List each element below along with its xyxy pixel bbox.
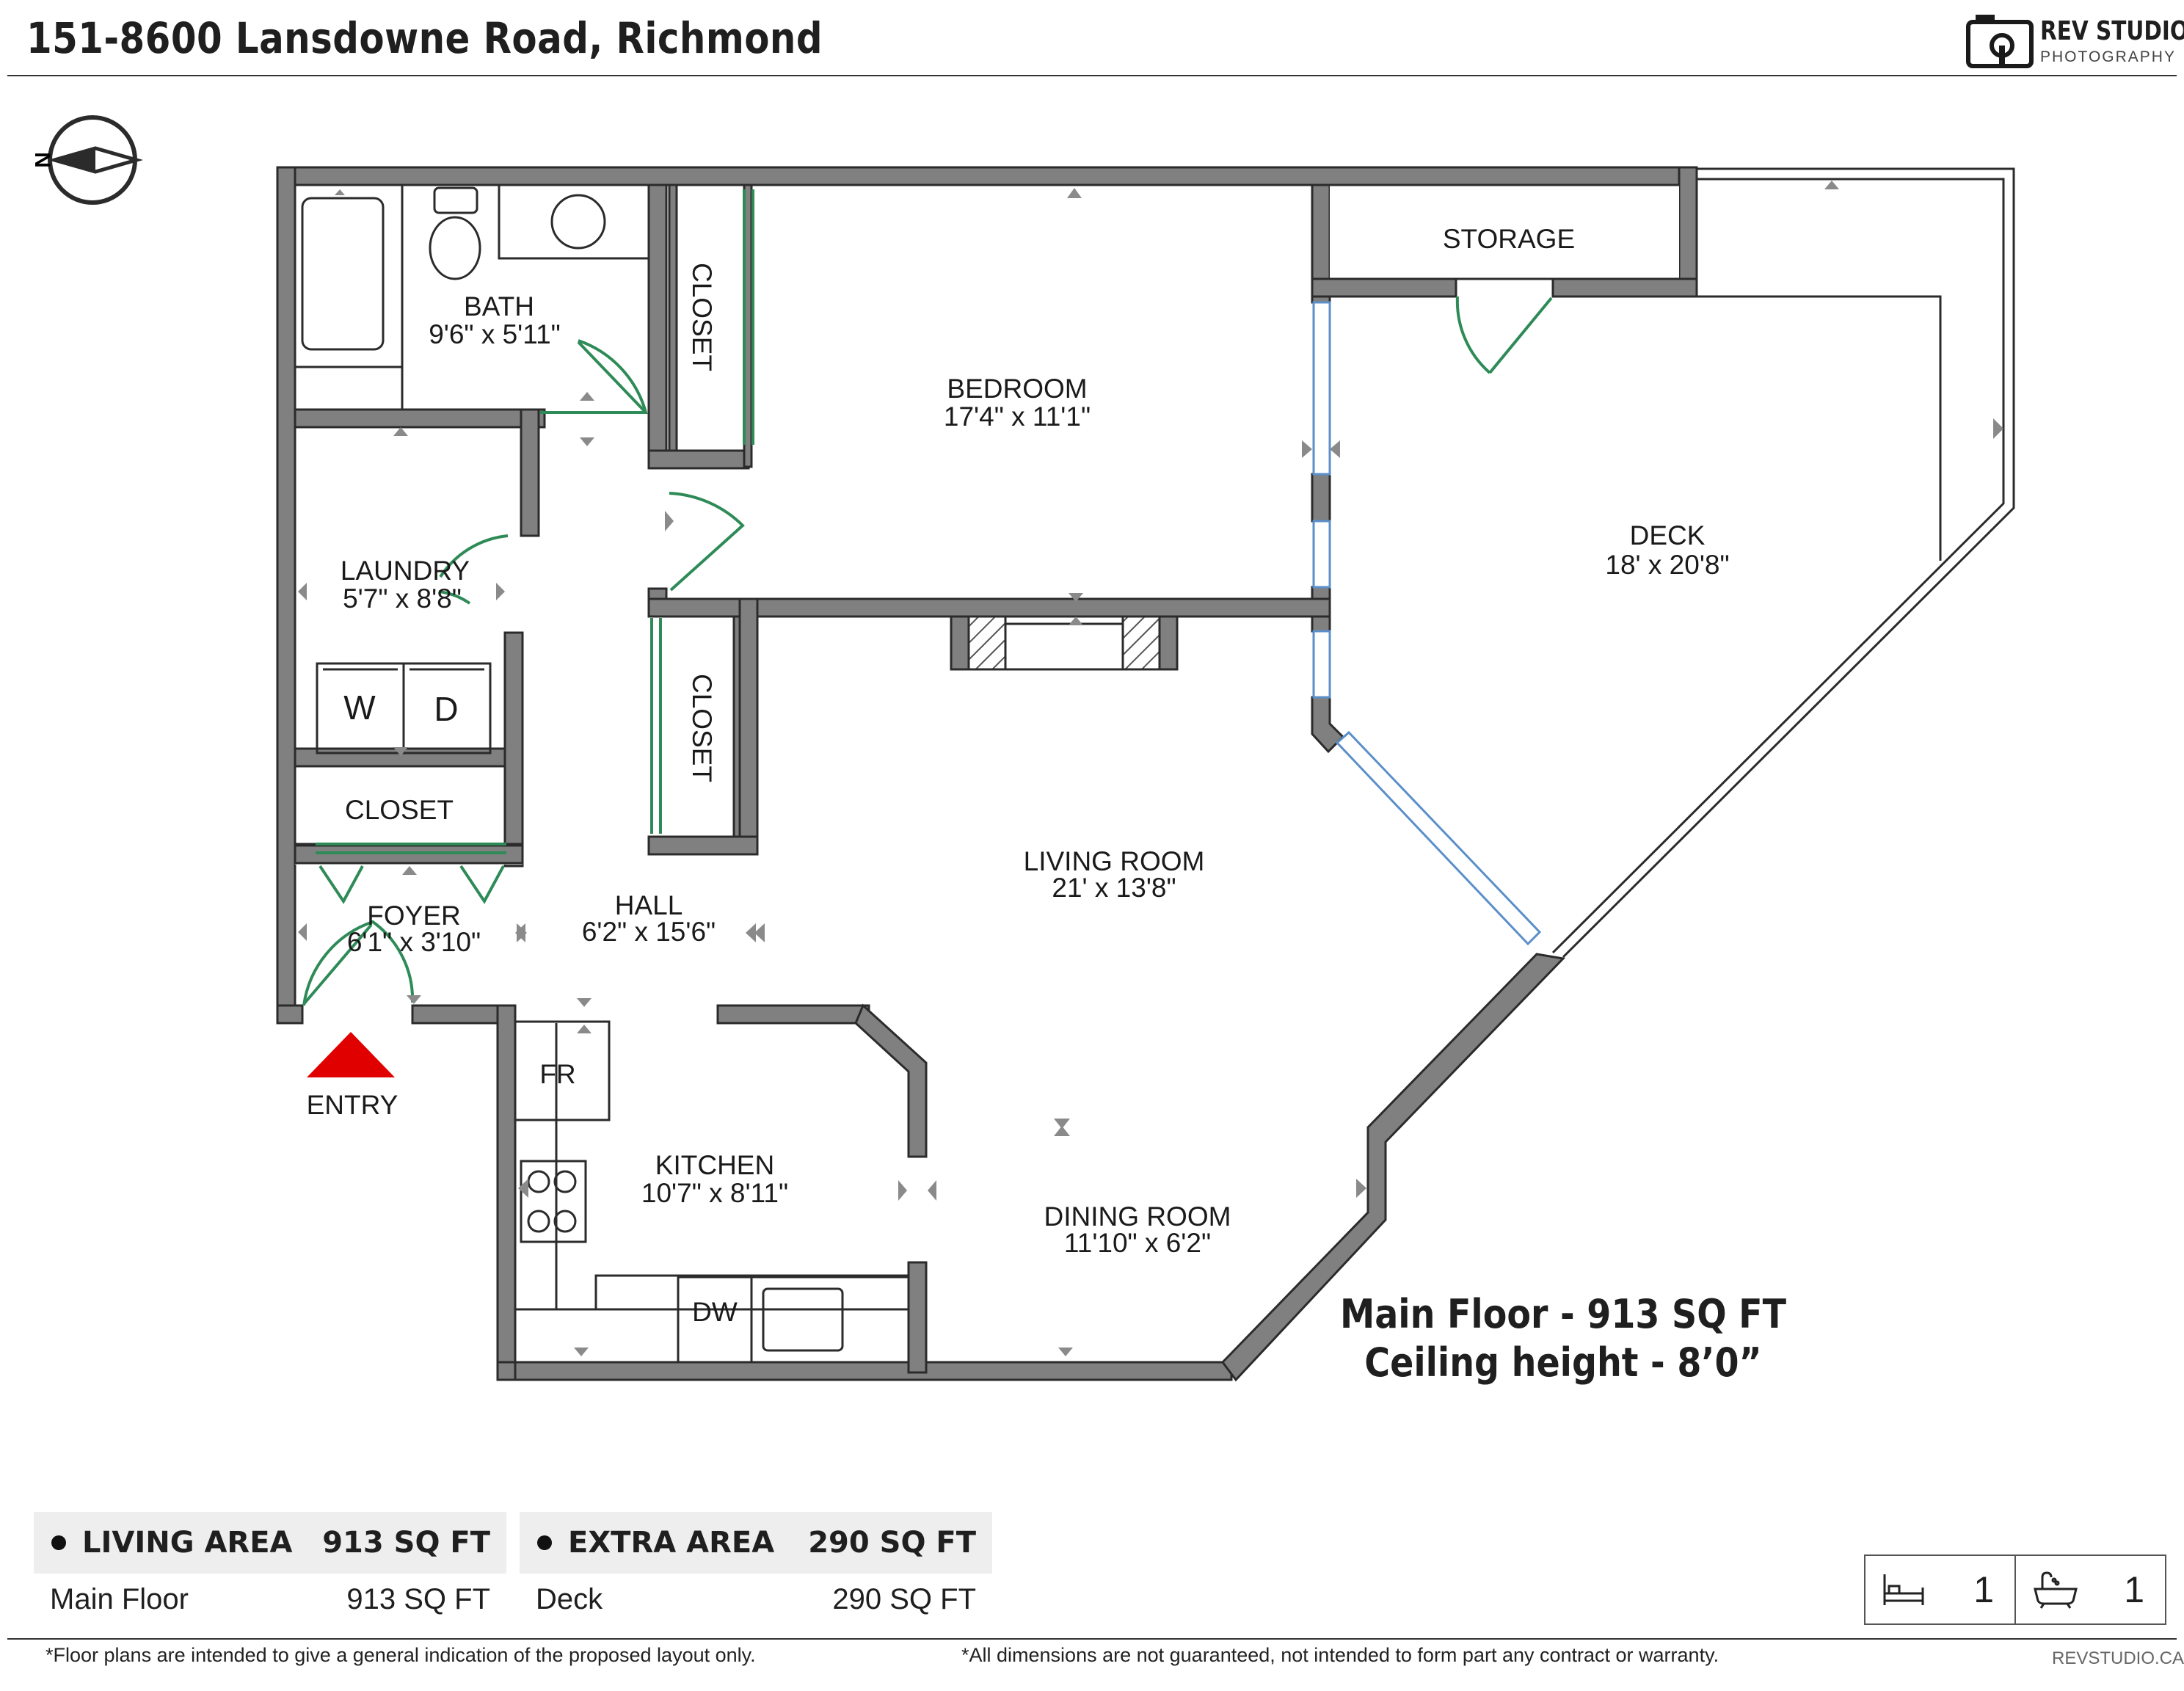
dishwasher-label: DW: [692, 1297, 738, 1327]
closet-hall-label: CLOSET: [687, 674, 717, 782]
closet-walls: [668, 183, 741, 838]
sliding-doors: [316, 189, 754, 854]
bedroom-count: 1: [1866, 1556, 2014, 1623]
brand-logo: REV STUDIO PHOTOGRAPHY: [1965, 12, 2184, 70]
extra-area-table: EXTRA AREA 290 SQ FT Deck 290 SQ FT: [520, 1512, 992, 1625]
foyer-label: FOYER: [367, 901, 460, 931]
brand-name: REV STUDIO: [2040, 16, 2184, 46]
deck-label: DECK: [1630, 520, 1706, 550]
dining-room-label: DINING ROOM: [1044, 1201, 1231, 1232]
page-title: 151-8600 Lansdowne Road, Richmond: [26, 13, 823, 63]
compass-label: N: [30, 152, 54, 168]
living-area-table: LIVING AREA 913 SQ FT Main Floor 913 SQ …: [34, 1512, 506, 1625]
windows: [1312, 301, 1542, 946]
floor-summary: Main Floor - 913 SQ FT Ceiling height - …: [1248, 1290, 1879, 1387]
storage-label: STORAGE: [1443, 224, 1575, 254]
washer-dryer: [316, 662, 492, 754]
bullet-icon: [537, 1535, 552, 1550]
bed-icon: [1883, 1574, 1924, 1605]
bathroom-count-value: 1: [2124, 1569, 2144, 1610]
walls: [276, 166, 1698, 1382]
bathtub-icon: [2034, 1571, 2078, 1609]
living-area-header: LIVING AREA 913 SQ FT: [34, 1512, 506, 1574]
kitchen-label: KITCHEN: [655, 1150, 774, 1180]
door-swings: [302, 296, 1553, 1006]
bathroom-count: 1: [2014, 1556, 2165, 1623]
room-counts: 1 1: [1864, 1554, 2166, 1625]
hall-label: HALL: [615, 890, 683, 920]
living-area-total: 913 SQ FT: [322, 1526, 490, 1560]
bath-label: BATH: [464, 291, 534, 321]
living-room-dims: 21' x 13'8": [1052, 873, 1176, 903]
website-link[interactable]: REVSTUDIO.CA: [2052, 1648, 2184, 1668]
brand-subtitle: PHOTOGRAPHY: [2040, 48, 2176, 65]
living-area-row-name: Main Floor: [50, 1582, 189, 1615]
extra-area-row-value: 290 SQ FT: [832, 1582, 976, 1615]
closet-bath-label: CLOSET: [687, 263, 717, 371]
deck-dims: 18' x 20'8": [1605, 550, 1729, 580]
laundry-dims: 5'7" x 8'8": [343, 583, 462, 614]
deck-railing: [1551, 167, 2015, 959]
kitchen-dims: 10'7" x 8'11": [641, 1178, 788, 1208]
direction-markers: [298, 181, 2003, 1356]
laundry-label: LAUNDRY: [341, 556, 470, 586]
living-room-label: LIVING ROOM: [1024, 846, 1205, 876]
living-area-label: LIVING AREA: [82, 1526, 293, 1560]
camera-icon: [1966, 15, 2034, 68]
bullet-icon: [51, 1535, 66, 1550]
washer-label: W: [343, 688, 376, 727]
living-area-row-value: 913 SQ FT: [346, 1582, 490, 1615]
extra-area-header: EXTRA AREA 290 SQ FT: [520, 1512, 992, 1574]
extra-area-label: EXTRA AREA: [568, 1526, 775, 1560]
closet-foyer-label: CLOSET: [345, 795, 454, 825]
bedroom-dims: 17'4" x 11'1": [944, 401, 1091, 432]
ceiling-height-line: Ceiling height - 8’0”: [1364, 1339, 1762, 1386]
dining-room-dims: 11'10" x 6'2": [1064, 1228, 1211, 1258]
disclaimer-dimensions: *All dimensions are not guaranteed, not …: [961, 1644, 1719, 1666]
living-area-row: Main Floor 913 SQ FT: [34, 1574, 506, 1625]
entry-arrow-icon: [307, 1032, 395, 1077]
extra-area-row-name: Deck: [536, 1582, 603, 1615]
fridge-label: FR: [539, 1059, 575, 1089]
bedroom-label: BEDROOM: [947, 374, 1087, 404]
fireplace: [967, 615, 1161, 671]
room-labels: BATH 9'6" x 5'11" CLOSET BEDROOM 17'4" x…: [307, 224, 1730, 1327]
bedroom-count-value: 1: [1973, 1569, 1994, 1610]
foyer-dims: 6'1" x 3'10": [347, 927, 481, 957]
entry-label: ENTRY: [307, 1090, 398, 1120]
dryer-label: D: [434, 690, 458, 728]
disclaimer-layout: *Floor plans are intended to give a gene…: [46, 1644, 756, 1666]
header-divider: [7, 75, 2177, 76]
floor-area-line: Main Floor - 913 SQ FT: [1339, 1291, 1787, 1337]
extra-area-row: Deck 290 SQ FT: [520, 1574, 992, 1625]
compass-icon: N: [30, 115, 144, 205]
footer-divider: [7, 1638, 2177, 1640]
extra-area-total: 290 SQ FT: [808, 1526, 976, 1560]
built-ins: [294, 183, 1679, 1380]
bath-dims: 9'6" x 5'11": [429, 319, 561, 349]
hall-dims: 6'2" x 15'6": [582, 917, 716, 947]
